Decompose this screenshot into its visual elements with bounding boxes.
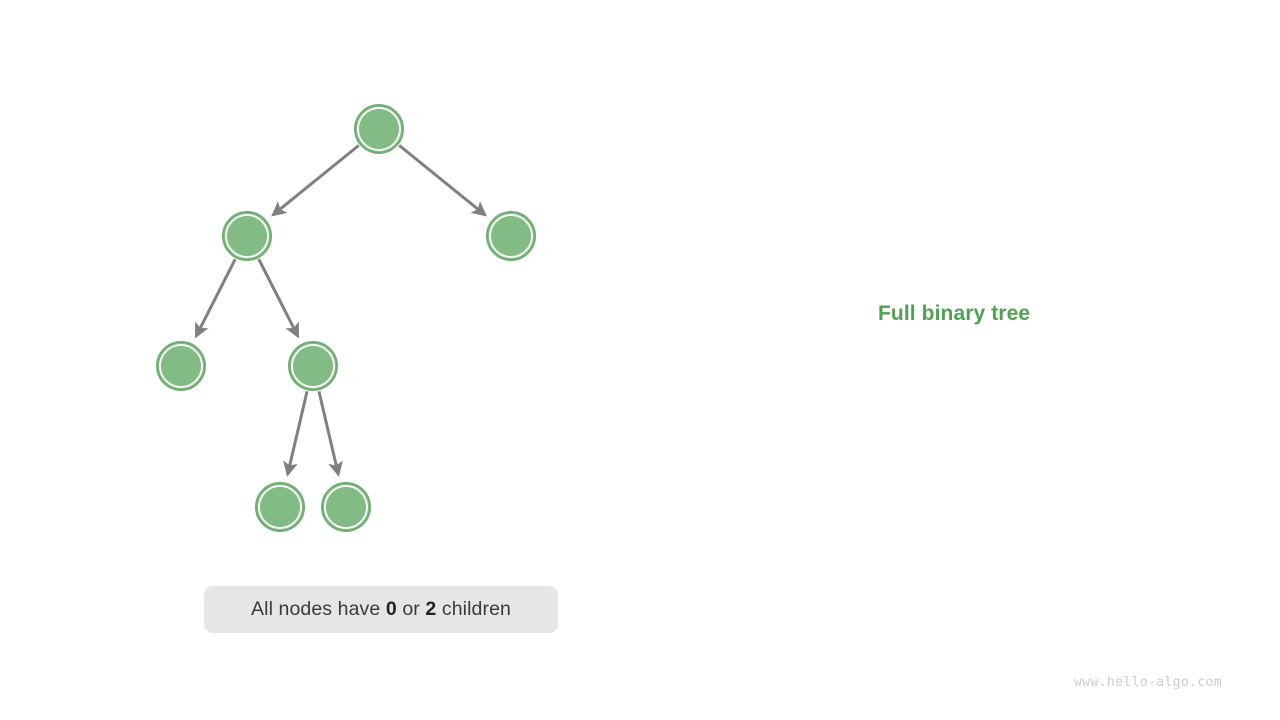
node-circle	[326, 487, 366, 527]
tree-nodes	[156, 104, 536, 532]
node-circle	[161, 346, 201, 386]
caption-number-zero: 0	[385, 598, 397, 620]
node-white-ring	[291, 344, 335, 388]
tree-node	[255, 482, 305, 532]
tree-edge	[317, 390, 343, 477]
caption-badge: All nodes have 0 or 2 children	[204, 586, 558, 633]
tree-node	[222, 211, 272, 261]
tree-node	[321, 482, 371, 532]
caption-number-two: 2	[425, 598, 437, 620]
tree-edge	[398, 144, 487, 217]
node-white-ring	[489, 214, 533, 258]
tree-edge	[195, 258, 237, 339]
node-white-ring	[357, 107, 401, 151]
tree-node	[354, 104, 404, 154]
node-white-ring	[225, 214, 269, 258]
caption-suffix: children	[436, 598, 511, 620]
caption-text: All nodes have 0 or 2 children	[251, 598, 511, 621]
node-white-ring	[159, 344, 203, 388]
caption-prefix: All nodes have	[251, 598, 386, 620]
node-white-ring	[258, 485, 302, 529]
tree-edge	[257, 258, 299, 339]
tree-node	[288, 341, 338, 391]
page-title: Full binary tree	[878, 302, 1031, 325]
node-circle	[359, 109, 399, 149]
node-white-ring	[324, 485, 368, 529]
tree-edge	[271, 144, 360, 217]
node-circle	[227, 216, 267, 256]
node-circle	[260, 487, 300, 527]
tree-edges	[195, 144, 487, 477]
node-circle	[491, 216, 531, 256]
caption-middle: or	[396, 598, 426, 620]
node-circle	[293, 346, 333, 386]
tree-node	[486, 211, 536, 261]
tree-edge	[283, 390, 309, 477]
tree-node	[156, 341, 206, 391]
watermark: www.hello-algo.com	[1074, 675, 1223, 690]
